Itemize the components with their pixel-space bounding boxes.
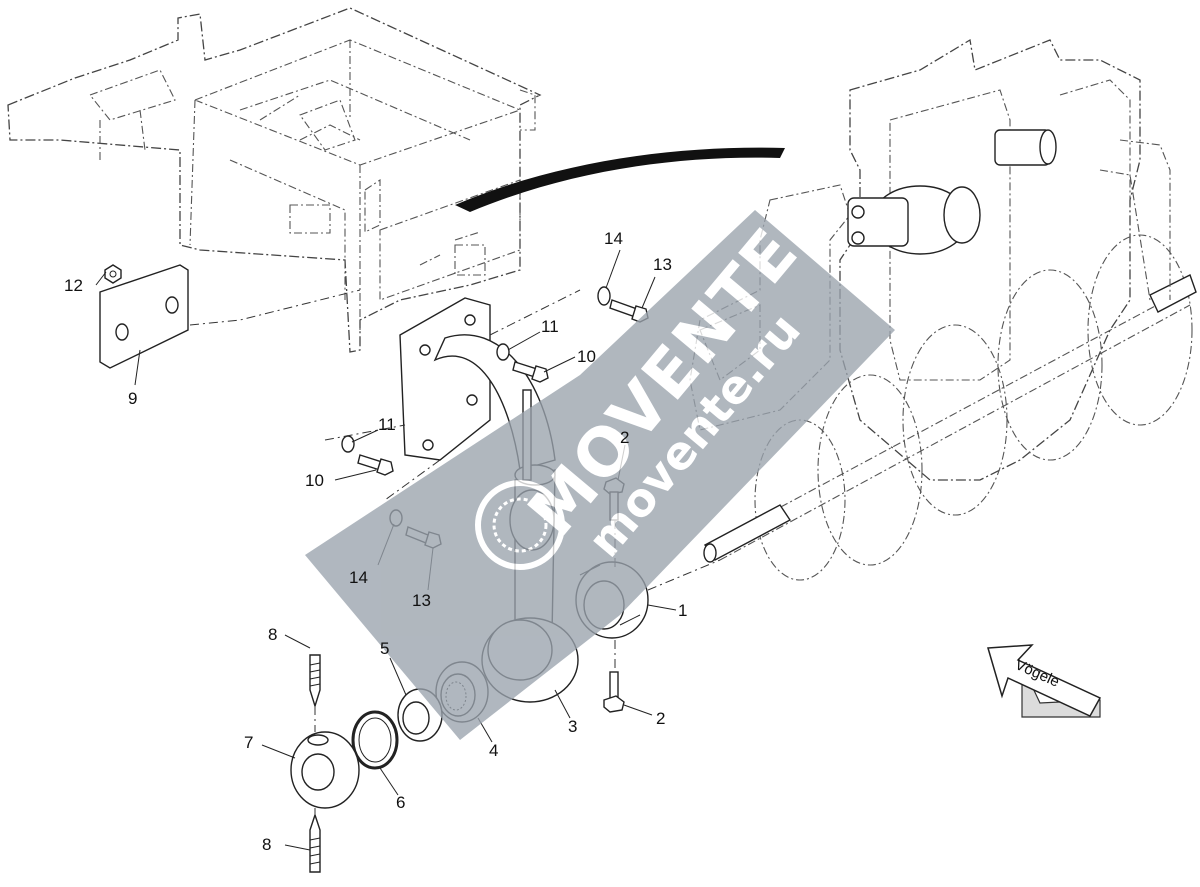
connection-line (455, 147, 785, 212)
part-14-washer-upper (597, 286, 611, 306)
callout-8-upper: 8 (268, 625, 277, 644)
part-10-bolt-upper (512, 361, 549, 383)
callout-5: 5 (380, 639, 389, 658)
callout-7: 7 (244, 733, 253, 752)
callout-2-lower: 2 (656, 709, 665, 728)
callout-12: 12 (64, 276, 83, 295)
callout-6: 6 (396, 793, 405, 812)
part-11-washer-upper (496, 343, 510, 361)
callout-14-lower: 14 (349, 568, 368, 587)
part-9-cover-plate (99, 264, 189, 369)
callout-11-lower: 11 (378, 415, 396, 434)
part-2-bolt-lower (603, 671, 625, 713)
callout-8-lower: 8 (262, 835, 271, 854)
part-8-stud-upper (309, 654, 321, 709)
callout-14-upper: 14 (604, 229, 623, 248)
callout-4: 4 (489, 741, 498, 760)
callout-10-lower: 10 (305, 471, 324, 490)
hydraulic-motor (847, 129, 1057, 255)
part-10-bolt-lower (357, 454, 394, 476)
callout-2-upper: 2 (620, 428, 629, 447)
callout-3: 3 (568, 717, 577, 736)
callout-13-lower: 13 (412, 591, 431, 610)
part-7-end-cap (290, 731, 360, 809)
main-frame-assembly (7, 7, 542, 353)
auger-drive-assembly (689, 38, 1197, 581)
voegele-direction-arrow: Vögele (987, 644, 1102, 718)
callout-11-upper: 11 (541, 317, 559, 336)
mounting-plate (399, 297, 491, 461)
watermark-diamond (305, 210, 895, 740)
callout-13-upper: 13 (653, 255, 672, 274)
part-8-stud-lower (309, 812, 321, 873)
part-6-circlip (351, 710, 399, 770)
callout-9: 9 (128, 389, 137, 408)
callout-labels: 12 9 14 13 11 10 11 10 2 14 13 1 2 3 4 5… (64, 229, 687, 854)
callout-1: 1 (678, 601, 687, 620)
callout-10-upper: 10 (577, 347, 596, 366)
part-11-washer-lower (341, 435, 355, 453)
part-12-nut (104, 264, 122, 284)
